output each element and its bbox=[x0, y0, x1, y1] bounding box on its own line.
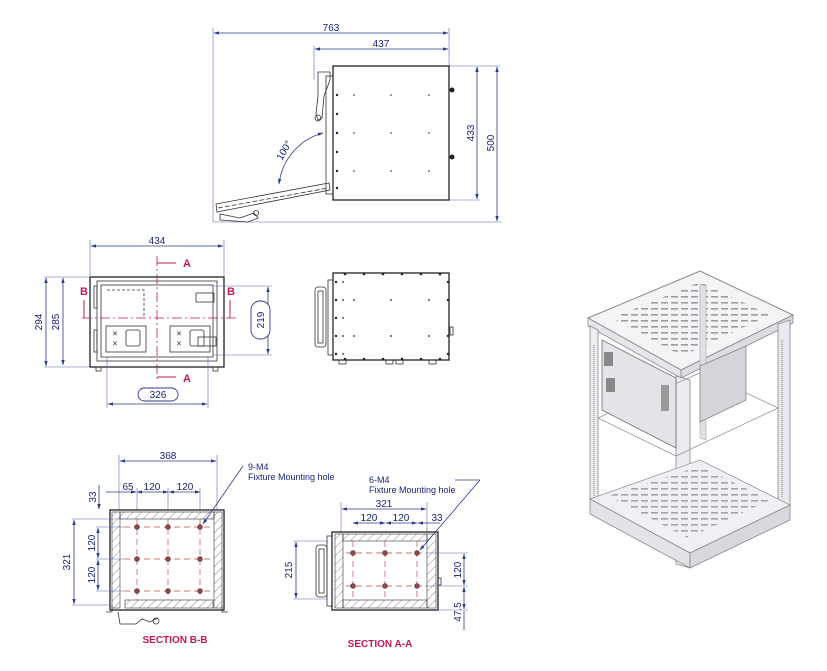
side-view: 763 437 100° 433 500 bbox=[212, 23, 502, 223]
front-view: 434 ✕ ✕ ✕ ✕ A A B B 2 bbox=[34, 236, 272, 408]
dim-500: 500 bbox=[486, 134, 497, 151]
mounting-holes-9 bbox=[134, 524, 203, 594]
mounting-holes-6 bbox=[350, 550, 420, 589]
dim-294: 294 bbox=[34, 313, 45, 330]
dim-120-a-v: 120 bbox=[453, 561, 464, 578]
door-open bbox=[215, 182, 331, 223]
dim-120-a2: 120 bbox=[393, 513, 410, 524]
section-a-a: 321 120 120 33 6-M4 Fixture Mounting hol bbox=[284, 475, 481, 650]
dim-120-x1: 120 bbox=[144, 482, 161, 493]
top-view bbox=[314, 272, 454, 365]
svg-text:✕: ✕ bbox=[176, 331, 182, 338]
dim-437: 437 bbox=[373, 39, 390, 50]
rack-isometric bbox=[586, 270, 795, 569]
dim-219: 219 bbox=[256, 311, 267, 328]
svg-text:✕: ✕ bbox=[176, 341, 182, 348]
section-a-a-title: SECTION A-A bbox=[348, 639, 413, 650]
section-b-b: 368 65 120 120 9-M4 Fix bbox=[62, 451, 335, 646]
section-b-b-title: SECTION B-B bbox=[143, 635, 208, 646]
section-b-marker-right: B bbox=[227, 286, 235, 298]
svg-text:✕: ✕ bbox=[112, 341, 118, 348]
dim-angle-100: 100° bbox=[275, 139, 295, 162]
dim-215: 215 bbox=[284, 561, 295, 578]
note-9-m4: 9-M4 bbox=[248, 462, 269, 472]
dim-120-x2: 120 bbox=[177, 482, 194, 493]
dim-321-a: 321 bbox=[376, 499, 393, 510]
dim-763: 763 bbox=[323, 23, 340, 34]
dim-33-b: 33 bbox=[88, 491, 99, 503]
note-fixture-a: Fixture Mounting hole bbox=[369, 485, 456, 495]
dim-321-b: 321 bbox=[62, 553, 73, 570]
dim-434: 434 bbox=[149, 236, 166, 247]
dim-433: 433 bbox=[466, 124, 477, 141]
dim-285: 285 bbox=[51, 313, 62, 330]
svg-text:✕: ✕ bbox=[112, 331, 118, 338]
dim-120-y2: 120 bbox=[87, 566, 98, 583]
section-a-marker-bottom: A bbox=[183, 373, 191, 385]
dim-33-a: 33 bbox=[431, 513, 443, 524]
section-a-marker-top: A bbox=[183, 258, 191, 270]
note-6-m4: 6-M4 bbox=[369, 475, 390, 485]
section-b-marker-left: B bbox=[80, 286, 88, 298]
dim-368: 368 bbox=[160, 451, 177, 462]
dim-326: 326 bbox=[150, 390, 167, 401]
note-fixture-b: Fixture Mounting hole bbox=[248, 472, 335, 482]
dim-120-a1: 120 bbox=[361, 513, 378, 524]
dim-47-5: 47.5 bbox=[453, 602, 464, 622]
dim-120-y1: 120 bbox=[87, 534, 98, 551]
dim-65: 65 bbox=[122, 482, 134, 493]
